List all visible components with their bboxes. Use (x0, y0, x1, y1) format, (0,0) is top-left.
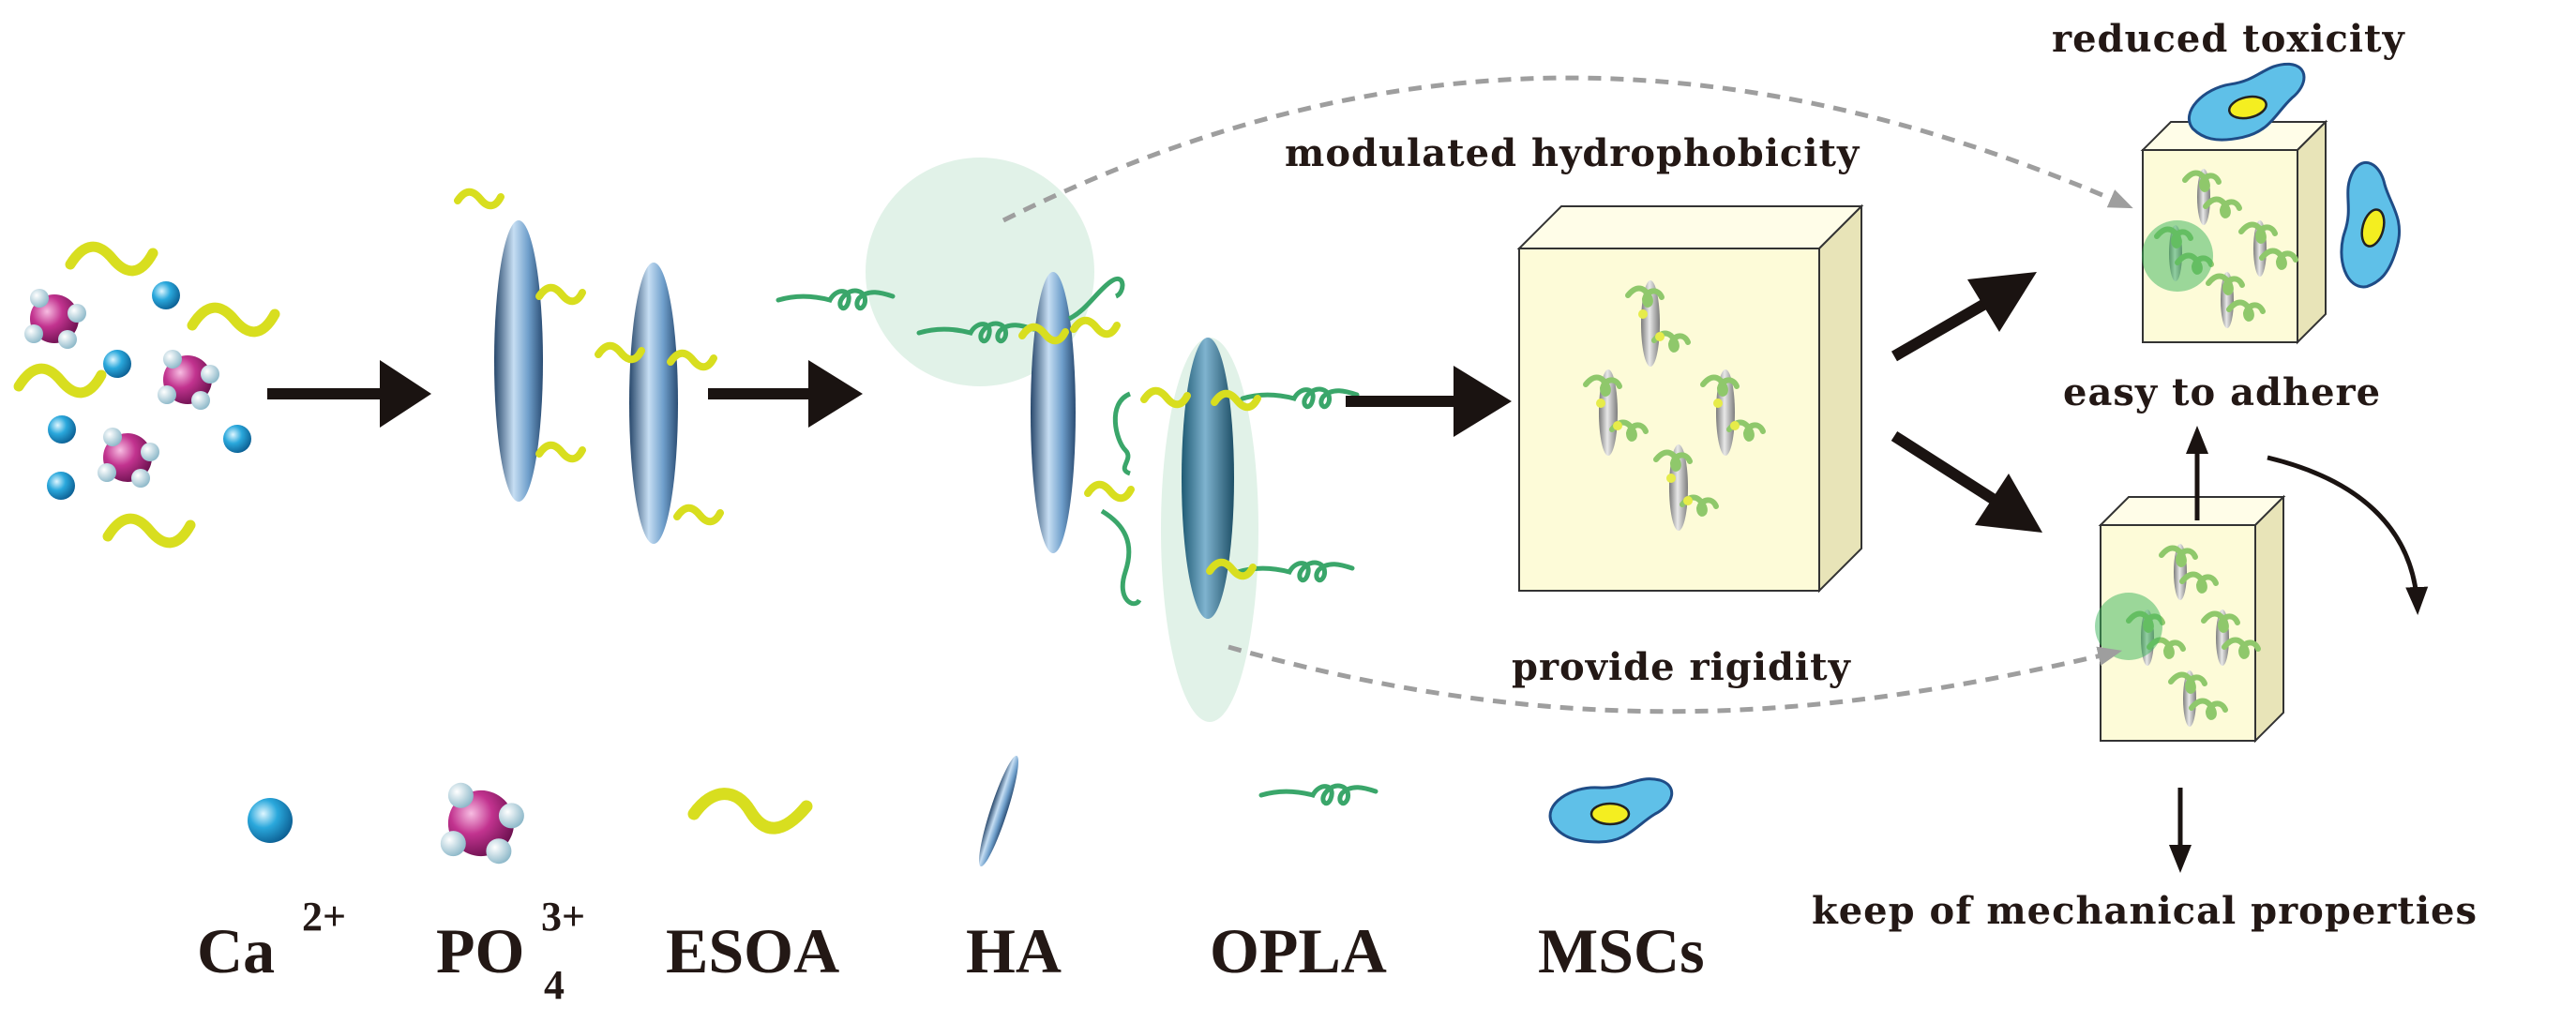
dashed-arrow-hydrophobicity (1002, 75, 2133, 223)
label-provide-rigidity: provide rigidity (1512, 645, 1851, 689)
legend-ca-icon (248, 798, 293, 843)
ha-crystal (629, 263, 678, 544)
legend-mscs-label: MSCs (1538, 915, 1705, 986)
esoa-chain (1074, 321, 1117, 335)
legend-msc-icon (1548, 777, 1674, 844)
curved-arrow (2267, 455, 2429, 615)
esoa-chain (192, 308, 275, 332)
legend-po-label: PO (436, 914, 524, 988)
legend-opla-label: OPLA (1210, 915, 1387, 986)
label-reduced-toxicity: reduced toxicity (2052, 17, 2405, 61)
scaffold-top (2140, 58, 2418, 345)
process-arrow (1891, 299, 1987, 362)
dashed-arrow-rigidity (1228, 644, 2123, 715)
calcium-ion (223, 425, 251, 453)
rigid-spot (2095, 593, 2162, 660)
calcium-ion (48, 415, 76, 444)
scaffold-bottom (2095, 494, 2286, 744)
esoa-chain (108, 519, 190, 543)
esoa-chain (1088, 485, 1131, 499)
stage-ions-esoa (19, 247, 275, 543)
arrow-head (1967, 272, 2037, 332)
esoa-chain (458, 192, 501, 206)
legend-esoa-icon (687, 788, 813, 835)
calcium-ion (152, 281, 180, 309)
opla-chain (1100, 508, 1142, 607)
legend-phosphate-icon (440, 782, 524, 865)
arrow-head (1454, 366, 1512, 437)
label-keep-mechanical-properties: keep of mechanical properties (1812, 889, 2478, 933)
esoa-chain (677, 508, 720, 522)
legend-ca-charge: 2+ (302, 894, 347, 940)
esoa-chain (539, 288, 582, 302)
arrow-head (1975, 474, 2042, 533)
legend-po-base: PO (436, 915, 525, 986)
opla-chain (1067, 277, 1125, 322)
legend-opla-icon (1261, 786, 1376, 804)
phosphate-ion (24, 289, 86, 349)
stage-ha-opla (778, 158, 1357, 722)
calcium-ion (47, 472, 75, 500)
label-easy-to-adhere: easy to adhere (2063, 370, 2382, 414)
label-modulated-hydrophobicity: modulated hydrophobicity (1285, 131, 1860, 175)
phosphate-ion (98, 428, 159, 488)
legend-ca-label: Ca (197, 914, 275, 988)
esoa-chain (19, 369, 101, 393)
calcium-ion (103, 350, 131, 378)
legend-po-charge: 3+ (541, 894, 586, 940)
opla-chain (1112, 391, 1132, 476)
legend-ha-label: HA (966, 915, 1062, 986)
esoa-chain (539, 445, 582, 459)
legend-ca-base: Ca (197, 915, 276, 986)
phosphate-ion (158, 350, 219, 410)
legend-ha-icon (979, 755, 1018, 867)
esoa-chain (70, 247, 153, 271)
hydrophobic-spot (2142, 220, 2213, 292)
composite-scaffold (1516, 203, 1864, 594)
stage-ha-esoa (458, 192, 720, 544)
legend-po-subscript: 4 (544, 962, 565, 1008)
ha-crystal (494, 220, 543, 502)
legend-icons (248, 755, 1674, 867)
process-arrow (1891, 430, 1996, 504)
ha-crystal (1031, 272, 1076, 553)
ha-crystal (1182, 338, 1234, 619)
arrow-head (808, 360, 863, 428)
arrow-head (380, 360, 431, 428)
legend-esoa-label: ESOA (666, 915, 840, 986)
msc-cell (2322, 158, 2418, 295)
